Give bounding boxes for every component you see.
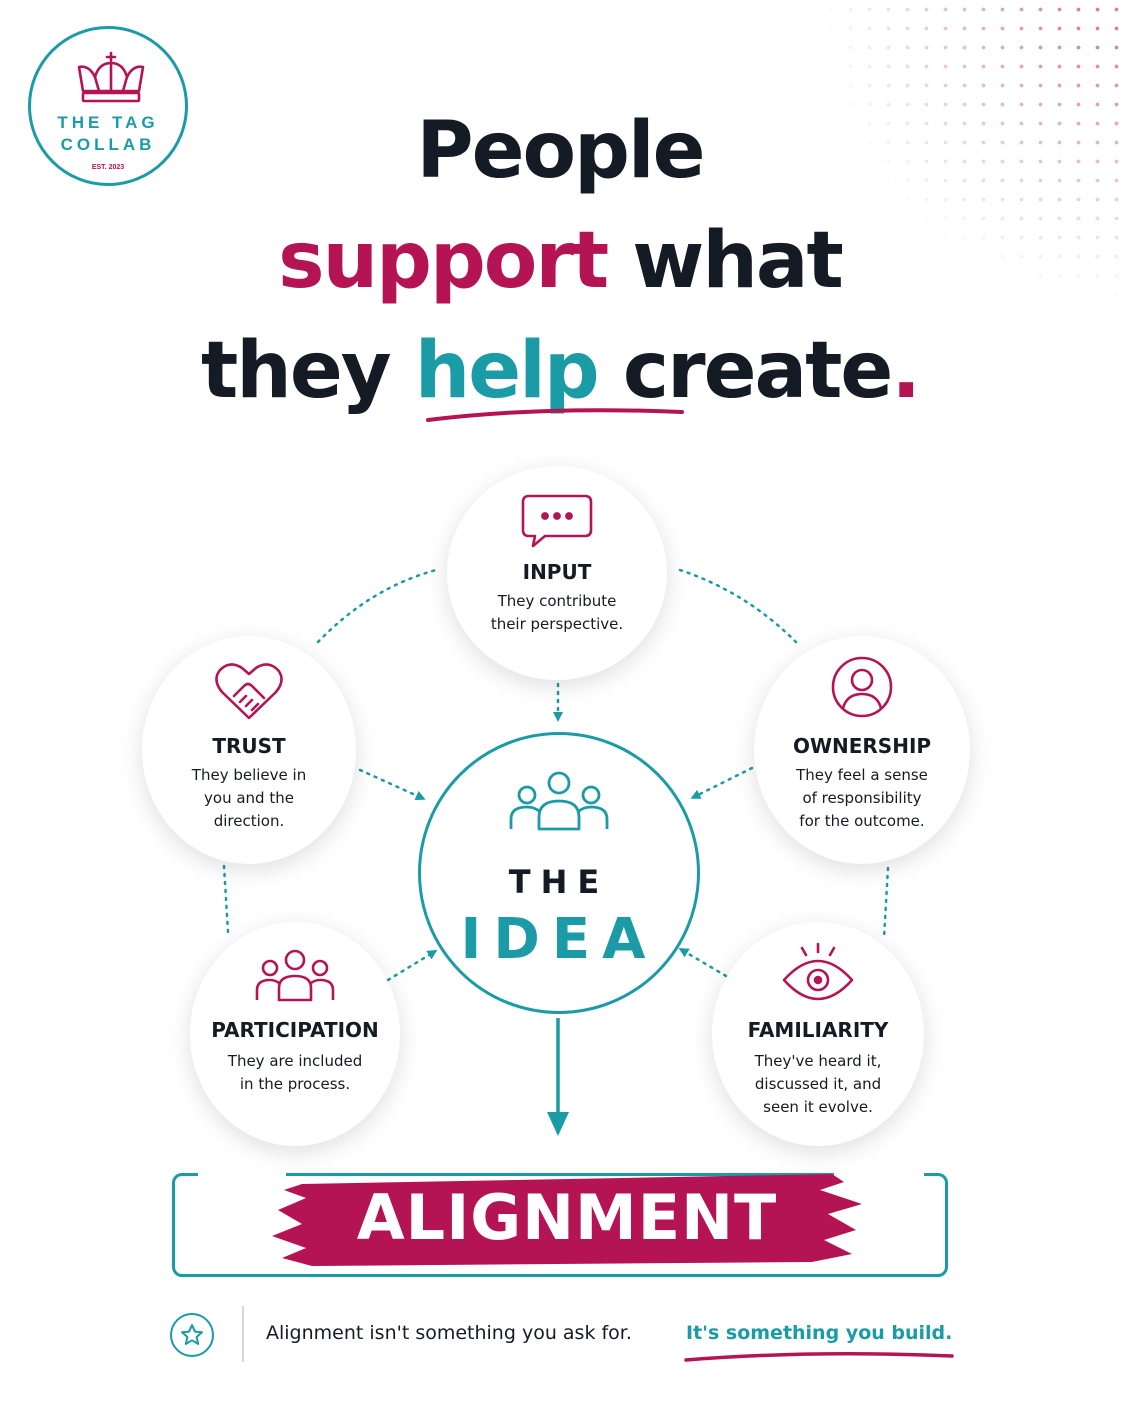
node-ownership-desc-line1: They feel a sense (796, 766, 928, 784)
connector-ownership-familiarity (882, 866, 890, 940)
node-ownership-desc-line2: of responsibility (802, 789, 922, 807)
node-familiarity: FAMILIARITY They've heard it, discussed … (712, 922, 924, 1146)
headline-help: help (414, 326, 600, 416)
arrow-familiarity-idea (678, 947, 728, 978)
headline-line1: People (416, 106, 705, 196)
star-icon (181, 1324, 203, 1345)
node-ownership: OWNERSHIP They feel a sense of responsib… (754, 636, 970, 864)
headline-period: . (891, 326, 921, 416)
node-familiarity-desc: They've heard it, discussed it, and seen… (723, 1050, 913, 1119)
node-ownership-desc-line3: for the outcome. (799, 812, 925, 830)
node-trust-title: TRUST (212, 734, 286, 758)
center-the: THE (508, 863, 610, 901)
node-trust: TRUST They believe in you and the direct… (142, 636, 356, 864)
node-familiarity-desc-line1: They've heard it, (754, 1052, 882, 1070)
connector-input-ownership (678, 568, 798, 644)
node-input: INPUT They contribute their perspective. (447, 466, 667, 680)
brand-name-line1: THE TAG (57, 113, 159, 132)
node-participation-desc: They are included in the process. (200, 1050, 390, 1096)
footer-underline (684, 1352, 954, 1362)
node-trust-desc: They believe in you and the direction. (154, 764, 344, 833)
node-trust-desc-line1: They believe in (191, 766, 307, 784)
frame-gap-right (834, 1170, 924, 1178)
node-familiarity-title: FAMILIARITY (747, 1018, 889, 1042)
node-trust-desc-line2: you and the (204, 789, 294, 807)
footer-divider (242, 1306, 244, 1362)
headline-create: create (597, 326, 893, 416)
node-input-desc-line1: They contribute (497, 592, 617, 610)
footer-emphasis: It's something you build. (686, 1322, 953, 1344)
page-title: People support what they help create. (160, 96, 960, 426)
alignment-label: ALIGNMENT (356, 1181, 778, 1254)
node-familiarity-desc-line3: seen it evolve. (763, 1098, 873, 1116)
node-input-desc: They contribute their perspective. (457, 590, 657, 636)
headline-what: what (607, 216, 844, 306)
alignment-brush (272, 1174, 862, 1266)
user-circle-icon (831, 656, 893, 718)
node-familiarity-desc-line2: discussed it, and (754, 1075, 882, 1093)
arrow-participation-idea (386, 949, 438, 982)
headline-underline (426, 408, 684, 422)
brand-established: EST. 2023 (91, 164, 125, 171)
headline-line3: they help create. (160, 316, 960, 426)
headline-support: support (278, 216, 609, 306)
arrow-trust-idea (358, 768, 426, 801)
group-people-icon (509, 771, 609, 831)
node-participation-desc-line2: in the process. (239, 1075, 351, 1093)
dotted-texture (822, 0, 1122, 300)
headline-they: they (201, 326, 415, 416)
footer-statement: Alignment isn't something you ask for. (266, 1322, 632, 1344)
star-badge (170, 1313, 214, 1357)
node-input-title: INPUT (522, 560, 592, 584)
node-input-desc-line2: their perspective. (490, 615, 624, 633)
people-group-icon (255, 949, 335, 1002)
alignment-frame (172, 1173, 948, 1277)
node-participation-title: PARTICIPATION (211, 1018, 379, 1042)
chat-bubble-icon (521, 494, 593, 548)
node-participation: PARTICIPATION They are included in the p… (190, 922, 400, 1146)
arrow-ownership-idea (690, 766, 754, 799)
node-ownership-desc: They feel a sense of responsibility for … (762, 764, 962, 833)
node-ownership-title: OWNERSHIP (792, 734, 932, 758)
crown-icon (77, 51, 145, 103)
center-idea: THE IDEA (418, 732, 700, 1014)
frame-gap-left (198, 1170, 286, 1178)
brand-name-line2: COLLAB (60, 135, 156, 154)
connector-trust-participation (222, 864, 230, 934)
node-participation-desc-line1: They are included (227, 1052, 363, 1070)
center-idea-label: IDEA (460, 907, 658, 972)
node-trust-desc-line3: direction. (213, 812, 285, 830)
heart-handshake-icon (215, 663, 283, 720)
brand-logo: THE TAG COLLAB EST. 2023 (28, 26, 188, 186)
connector-trust-input (316, 568, 438, 644)
eye-icon (782, 942, 854, 1001)
headline-line2: support what (160, 206, 960, 316)
